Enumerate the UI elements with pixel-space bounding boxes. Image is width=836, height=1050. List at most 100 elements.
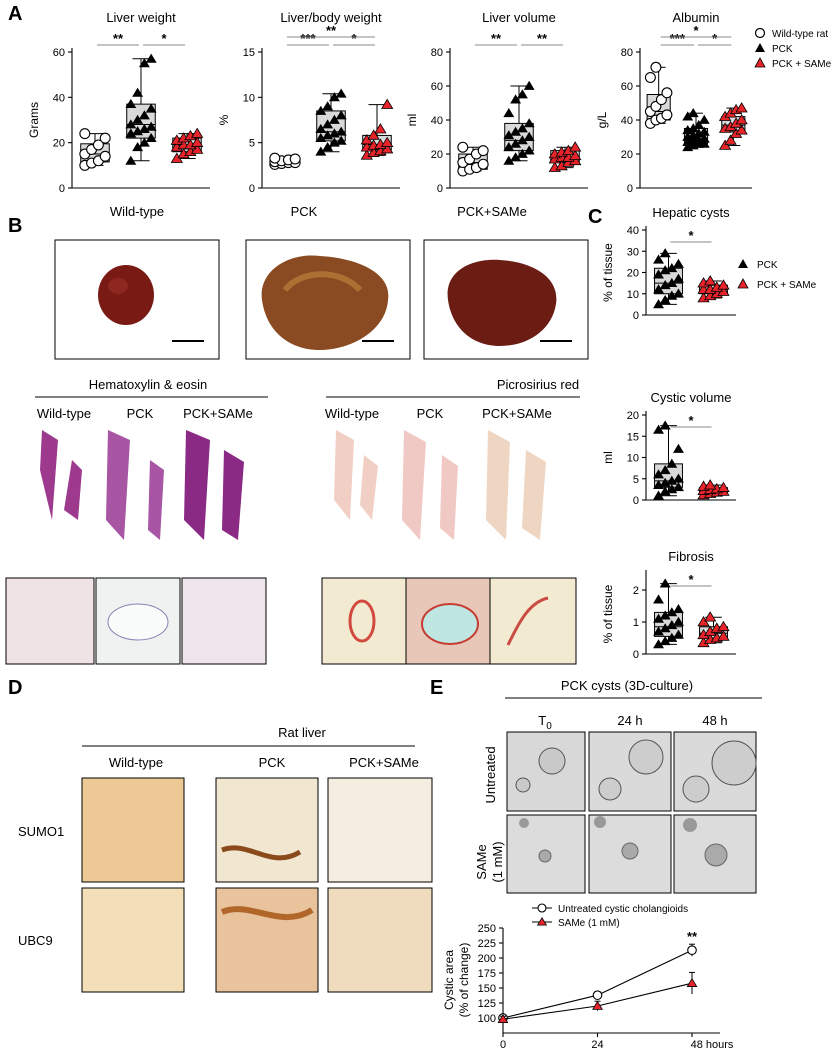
chart-a2-point-2-9 — [367, 129, 380, 140]
chart-a2-point-1-12 — [315, 105, 327, 115]
chart-a3-ytick-label-0: 0 — [437, 183, 443, 195]
chart-e-ylabel-2: (% of change) — [457, 943, 471, 1018]
chart-c1-ytick-label-3: 30 — [627, 246, 639, 258]
culture-col-24h: 24 h — [617, 713, 642, 728]
panel-label-a: A — [8, 3, 22, 25]
pr-zoom-pck-cyst — [421, 603, 479, 645]
chart-a2-point-0-8 — [269, 152, 281, 164]
chart-a2-point-1-1 — [322, 142, 334, 152]
chart-c2-point-0-13 — [659, 420, 671, 430]
chart-a2-point-1-8 — [315, 123, 327, 133]
chart-a4-point-0-9 — [650, 61, 662, 73]
chart-c3-point-0-1 — [659, 636, 671, 646]
chart-c3-point-0-8 — [653, 613, 664, 623]
chart-c2-point-0-3 — [673, 482, 684, 492]
chart-a4-sig-label-0: *** — [670, 31, 686, 46]
pr-title: Picrosirius red — [497, 377, 579, 392]
chart-c2-title: Cystic volume — [651, 390, 732, 405]
chart-c3-ylabel: % of tissue — [601, 584, 615, 643]
ihc-sumo1-wildtype — [81, 777, 185, 883]
chart-a3-point-1-5 — [510, 138, 522, 148]
chart-a1-point-0-6 — [92, 139, 104, 151]
pr-col-pck: PCK — [417, 406, 444, 421]
culture-untreated-24h-cyst-b — [598, 777, 622, 801]
ihc-sumo1-pck-epithelium — [221, 845, 302, 861]
chart-a3-point-0-3 — [477, 158, 489, 170]
liver-label-pck: PCK — [291, 204, 318, 219]
panel-b-livers: Wild-type PCK PCK+SAMe — [54, 204, 589, 360]
culture-col-t0: T0 — [538, 713, 552, 732]
legend-c-marker-pcksame — [737, 278, 749, 289]
chart-a4-point-1-14 — [693, 119, 705, 129]
chart-e-legend-label-1: SAMe (1 mM) — [558, 918, 620, 929]
chart-a3-point-1-14 — [516, 89, 528, 99]
chart-c2-ytick-label-1: 5 — [633, 474, 639, 486]
chart-a1-point-1-14 — [138, 58, 150, 68]
chart-a3-point-0-8 — [457, 141, 469, 153]
culture-untreated-24h-cyst-a — [628, 739, 664, 775]
ihc-ubc9-wildtype — [81, 887, 185, 993]
chart-e-annotation-0: ** — [687, 929, 698, 944]
chart-c1-point-0-3 — [673, 288, 684, 298]
chart-a1-ylabel: Grams — [27, 102, 41, 138]
chart-a2-point-2-10 — [374, 123, 387, 134]
chart-a2-ytick-label-1: 5 — [249, 138, 255, 150]
chart-a4-point-1-13 — [687, 123, 699, 133]
chart-e-legend-marker-0 — [537, 903, 547, 913]
chart-a3-point-1-1 — [510, 152, 522, 162]
culture-untreated-t0-cyst-b — [515, 777, 531, 793]
chart-a2-point-1-3 — [335, 135, 347, 145]
culture-row-same: SAMe — [474, 844, 489, 879]
chart-a3-point-1-6 — [516, 135, 528, 145]
chart-c1-point-0-1 — [659, 294, 671, 305]
culture-row-untreated: Untreated — [483, 746, 498, 803]
chart-a4-sig-label-2: * — [693, 23, 699, 38]
chart-a4-ytick-label-4: 80 — [621, 47, 633, 59]
ihc-row-ubc9: UBC9 — [18, 933, 53, 948]
chart-c2-point-0-7 — [673, 473, 684, 483]
pr-zoom-wildtype-vessel — [348, 599, 376, 643]
chart-c3-point-0-13 — [659, 578, 671, 588]
chart-a4-ytick-label-0: 0 — [627, 183, 633, 195]
legend-c: PCK PCK + SAMe — [737, 259, 817, 291]
chart-a3-sig-label-0: ** — [491, 31, 502, 46]
chart-a3-point-0-7 — [477, 145, 489, 157]
chart-c1-point-0-11 — [673, 258, 684, 268]
chart-c1-point-0-4 — [653, 284, 664, 294]
chart-a3-point-1-13 — [510, 94, 522, 104]
chart-a2-point-1-14 — [328, 92, 340, 102]
he-col-wildtype: Wild-type — [37, 406, 91, 421]
chart-a2-sig-label-0: *** — [300, 31, 316, 46]
chart-a2-point-1-4 — [315, 132, 327, 143]
chart-a1-point-1-8 — [125, 119, 137, 129]
chart-c2-ytick-label-4: 20 — [627, 410, 639, 422]
chart-a3-title: Liver volume — [482, 10, 556, 25]
chart-a2-ylabel: % — [217, 114, 231, 125]
chart-a1-ytick-label-1: 20 — [53, 138, 65, 150]
chart-a4-point-2-1 — [724, 134, 737, 145]
chart-a1-point-0-3 — [99, 150, 111, 162]
pr-section-pck-a — [402, 430, 426, 540]
legend-a-marker-wildtype — [754, 27, 766, 39]
chart-c3-point-0-2 — [666, 632, 678, 642]
chart-e-point-0-1 — [592, 990, 603, 1001]
culture-untreated-48h-cyst-a — [711, 740, 757, 786]
culture-same-t0-cyst-a — [519, 818, 529, 828]
pr-section-pcksame-b — [522, 450, 546, 540]
he-col-pck: PCK — [127, 406, 154, 421]
pr-zoom-pcksame-vessel — [506, 596, 549, 646]
chart-a1-sig-label-0: ** — [113, 31, 124, 46]
panel-label-e: E — [430, 677, 443, 699]
chart-c3-ytick-label-0: 0 — [633, 649, 639, 661]
chart-c1-ytick-label-2: 20 — [627, 268, 639, 280]
chart-a1-sig-label-1: * — [161, 31, 167, 46]
he-section-pck-a — [106, 430, 130, 540]
chart-a3-point-1-15 — [523, 80, 535, 90]
chart-a2-point-2-11 — [381, 98, 394, 109]
chart-c1-point-0-13 — [659, 248, 671, 258]
chart-c3-point-0-11 — [673, 604, 684, 614]
chart-a1-point-2-11 — [191, 127, 204, 138]
chart-e-ytick-label-2: 150 — [478, 983, 496, 995]
chart-a2-ytick-label-0: 0 — [249, 183, 255, 195]
culture-same-48h-cyst-b — [704, 843, 728, 867]
